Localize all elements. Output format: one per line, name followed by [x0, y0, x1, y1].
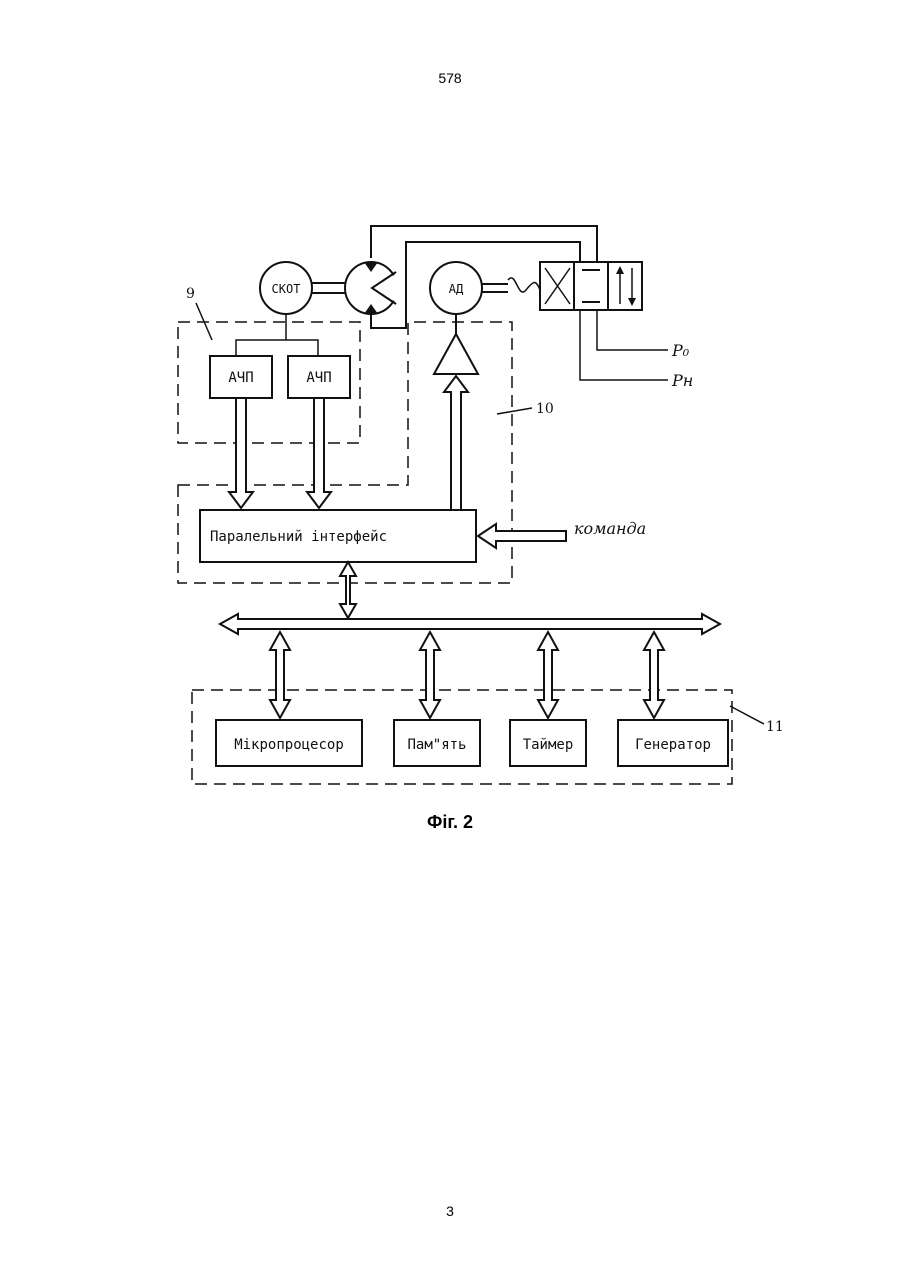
memory-label: Пам"ять [407, 737, 466, 753]
system-bus [220, 614, 720, 634]
page-footer-number: 3 [0, 1203, 900, 1219]
bus-to-generator-arrow [644, 632, 664, 718]
timer-label: Таймер [523, 737, 574, 753]
hydraulic-line-outer [371, 226, 597, 265]
adc-1-data-arrow [229, 398, 253, 508]
skot-label: СКОТ [272, 282, 301, 296]
adc-2-label: АЧП [306, 370, 331, 386]
bus-to-timer-arrow [538, 632, 558, 718]
pressure-line-pn [580, 310, 668, 380]
group-11-leader [730, 706, 764, 724]
bus-to-microprocessor-arrow [270, 632, 290, 718]
parallel-interface-label: Паралельний інтерфейс [210, 529, 387, 545]
figure-caption: Фіг. 2 [0, 812, 900, 833]
command-label: команда [574, 519, 646, 538]
pressure-label-p0: P₀ [671, 341, 690, 360]
skot-to-adc-bus [236, 314, 318, 356]
coupling-spring [508, 278, 540, 292]
command-arrow [478, 524, 566, 548]
amplifier [434, 334, 478, 374]
pressure-line-p0 [597, 310, 668, 350]
bus-to-memory-arrow [420, 632, 440, 718]
adc-2-data-arrow [307, 398, 331, 508]
ad-label: АД [449, 282, 464, 296]
group-11-number: 11 [766, 719, 784, 735]
interface-to-amplifier-arrow [444, 376, 468, 510]
adc-1-label: АЧП [228, 370, 253, 386]
interface-bus-arrow [340, 562, 356, 618]
microprocessor-label: Мікропроцесор [234, 737, 344, 753]
group-9-number: 9 [186, 286, 195, 302]
generator-label: Генератор [635, 737, 711, 753]
group-10-number: 10 [536, 401, 554, 417]
group-10-leader [497, 408, 532, 414]
pressure-label-pn: Pн [671, 371, 693, 390]
